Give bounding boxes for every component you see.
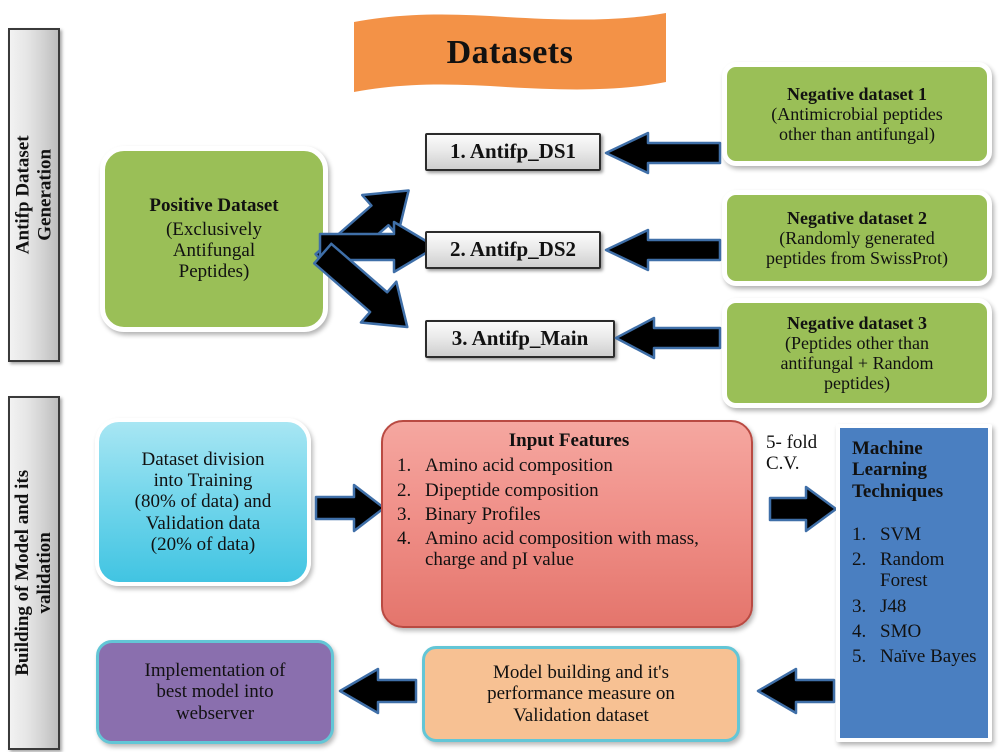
ml-technique-item: 4. SMO [852, 621, 980, 642]
negative-dataset-1-line-2: other than antifungal) [779, 124, 935, 145]
input-feature-item: 3. Binary Profiles [397, 504, 741, 525]
ml-title-line-2: Learning [852, 459, 927, 481]
negative-dataset-3-line-3: peptides) [824, 373, 890, 394]
model-building-line-3: Validation dataset [513, 704, 649, 726]
positive-dataset-line-2: Antifungal [172, 240, 256, 261]
dataset-box-antifp-main[interactable]: 3. Antifp_Main [425, 320, 615, 358]
negative-dataset-2-line-1: (Randomly generated [779, 227, 935, 248]
input-feature-item: 4. Amino acid composition with mass, cha… [397, 528, 741, 571]
ml-technique-5-text: Naïve Bayes [880, 646, 977, 668]
dataset-division-line-5: (20% of data) [150, 533, 256, 555]
machine-learning-box: Machine Learning Techniques 1. SVM 2. Ra… [836, 424, 992, 742]
arrow-division-to-features [314, 483, 386, 533]
input-feature-4-number: 4. [397, 528, 412, 550]
arrow-model-building-to-implementation [338, 667, 418, 715]
banner-title: Datasets [446, 34, 574, 71]
arrow-features-to-ml [768, 485, 838, 533]
section-bar-building-of-model: Building of Model and its validation [8, 396, 60, 750]
dataset-division-line-1: Dataset division [141, 448, 265, 470]
arrow-positive-to-main [312, 242, 440, 368]
dataset-box-2-label: 2. Antifp_DS2 [449, 237, 577, 262]
banner-ribbon-shape [348, 8, 672, 98]
datasets-banner: Datasets [348, 8, 672, 100]
dataset-division-line-2: into Training [153, 470, 253, 492]
section-bar-2-line-1: Building of Model and its [12, 470, 34, 676]
ml-technique-2-number: 2. [852, 549, 867, 571]
cv-label-line-1: 5- fold [766, 432, 818, 453]
dataset-division-line-3: (80% of data) and [134, 491, 272, 513]
positive-dataset-line-3: Peptides) [178, 261, 250, 283]
ml-technique-3-number: 3. [852, 595, 867, 617]
dataset-box-antifp-ds2[interactable]: 2. Antifp_DS2 [425, 231, 601, 269]
input-feature-3-number: 3. [397, 503, 412, 525]
ml-techniques-list: 1. SVM 2. Random Forest 3. J48 4. SMO 5.… [852, 524, 980, 668]
negative-dataset-3-box: Negative dataset 3 (Peptides other than … [722, 298, 992, 408]
input-features-box: Input Features 1. Amino acid composition… [381, 420, 753, 628]
ml-technique-item: 2. Random Forest [852, 549, 980, 592]
arrow-negative1-to-ds1 [604, 131, 722, 175]
cv-label-line-2: C.V. [766, 453, 800, 475]
input-feature-2-text: Dipeptide composition [425, 479, 599, 501]
dataset-division-box: Dataset division into Training (80% of d… [95, 418, 311, 586]
input-feature-1-text: Amino acid composition [425, 455, 613, 477]
ml-technique-item: 5. Naïve Bayes [852, 646, 980, 667]
input-feature-3-text: Binary Profiles [425, 503, 541, 525]
ml-technique-1-number: 1. [852, 523, 867, 545]
ml-technique-1-text: SVM [880, 523, 922, 545]
input-feature-item: 2. Dipeptide composition [397, 480, 741, 501]
section-bar-2-line-2: validation [34, 532, 56, 614]
model-building-line-2: performance measure on [487, 683, 675, 705]
cross-validation-label: 5- fold C.V. [766, 432, 852, 475]
ml-technique-2-text: Random Forest [880, 549, 945, 592]
positive-dataset-line-1: (Exclusively [165, 218, 263, 240]
ml-technique-3-text: J48 [880, 595, 907, 617]
negative-dataset-1-box: Negative dataset 1 (Antimicrobial peptid… [722, 62, 992, 166]
model-building-box: Model building and it's performance meas… [422, 646, 740, 742]
input-feature-1-number: 1. [397, 455, 412, 477]
negative-dataset-2-line-2: peptides from SwissProt) [766, 248, 948, 269]
dataset-box-1-label: 1. Antifp_DS1 [449, 139, 577, 164]
input-features-title: Input Features [508, 430, 630, 451]
negative-dataset-2-title: Negative dataset 2 [787, 207, 927, 228]
ml-technique-item: 1. SVM [852, 524, 980, 545]
dataset-box-antifp-ds1[interactable]: 1. Antifp_DS1 [425, 133, 601, 171]
implementation-box: Implementation of best model into webser… [96, 640, 334, 744]
ml-technique-5-number: 5. [852, 646, 867, 668]
arrow-negative3-to-main [614, 316, 722, 360]
ml-title-line-3: Techniques [852, 480, 944, 502]
implementation-line-3: webserver [175, 702, 255, 724]
ml-technique-4-text: SMO [880, 620, 922, 642]
negative-dataset-2-box: Negative dataset 2 (Randomly generated p… [722, 190, 992, 286]
negative-dataset-3-line-2: antifungal + Random [780, 353, 934, 373]
positive-dataset-title: Positive Dataset [149, 195, 279, 217]
section-bar-1-line-1: Antifp Dataset [12, 135, 34, 255]
negative-dataset-1-line-1: (Antimicrobial peptides [771, 103, 943, 124]
ml-title-line-1: Machine [852, 438, 923, 459]
model-building-line-1: Model building and it's [492, 662, 669, 684]
arrow-ml-to-model-building [756, 667, 836, 715]
negative-dataset-3-line-1: (Peptides other than [785, 332, 929, 353]
input-feature-2-number: 2. [397, 479, 412, 501]
dataset-box-3-label: 3. Antifp_Main [451, 326, 589, 351]
input-feature-4-text: Amino acid composition with mass, charge… [425, 528, 699, 571]
section-bar-antifp-dataset-generation: Antifp Dataset Generation [8, 28, 60, 362]
implementation-line-1: Implementation of [144, 660, 286, 682]
section-bar-1-line-2: Generation [34, 149, 55, 241]
negative-dataset-1-title: Negative dataset 1 [787, 83, 927, 104]
ml-technique-item: 3. J48 [852, 596, 980, 617]
input-features-list: 1. Amino acid composition 2. Dipeptide c… [397, 455, 741, 570]
implementation-line-2: best model into [156, 681, 274, 703]
negative-dataset-3-title: Negative dataset 3 [787, 312, 927, 333]
ml-technique-4-number: 4. [852, 620, 867, 642]
input-feature-item: 1. Amino acid composition [397, 455, 741, 476]
dataset-division-line-4: Validation data [145, 512, 261, 534]
positive-dataset-box: Positive Dataset (Exclusively Antifungal… [100, 146, 328, 332]
arrow-negative2-to-ds2 [604, 228, 722, 272]
